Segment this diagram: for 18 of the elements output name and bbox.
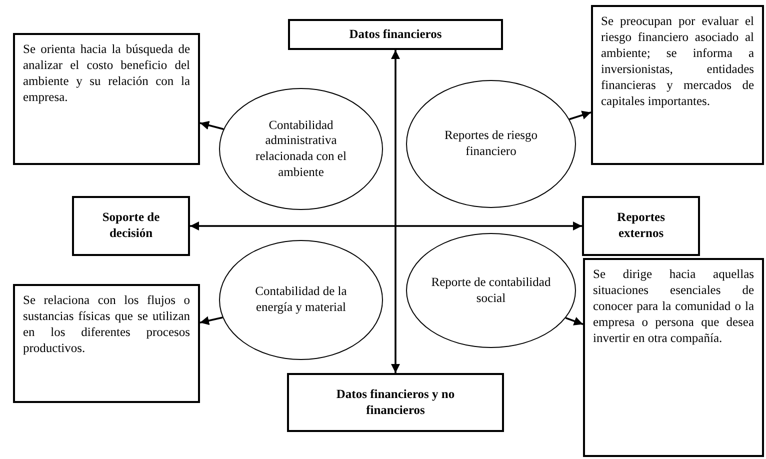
category-ellipse: Contabilidad administrativa relacionada con el ambiente [219,88,383,210]
category-ellipse: Contabilidad de la energía y material [219,240,383,360]
arrow [190,222,582,230]
description-box: Se relaciona con los flujos o sustancias físicas que se utilizan en los diferentes procesos productivos. [13,284,200,403]
arrow [391,50,400,373]
description-box: Se orienta hacia la búsqueda de analizar el costo beneficio del ambiente y su relación con la empresa. [13,33,200,165]
description-box: Se dirige hacia aquellas situaciones esenciales de conocer para la comunidad o la empresa o persona que desea invertir en otra compañía. [583,258,764,457]
label-box: Soporte de decisión [72,196,190,256]
label-box: Datos financieros y no financieros [287,373,504,432]
label-box: Reportes externos [582,196,700,256]
label-box: Datos financieros [288,19,503,50]
arrow [569,110,592,120]
category-ellipse: Reporte de contabilidad social [406,233,576,348]
arrow [200,316,223,326]
category-ellipse: Reportes de riesgo financiero [406,80,576,208]
arrow [200,120,224,130]
description-box: Se preocupan por evaluar el riesgo financiero asociado al ambiente; se informa a inversionistas, entidades financieras y mercados de capitales importantes. [591,5,764,165]
arrow [565,316,584,326]
